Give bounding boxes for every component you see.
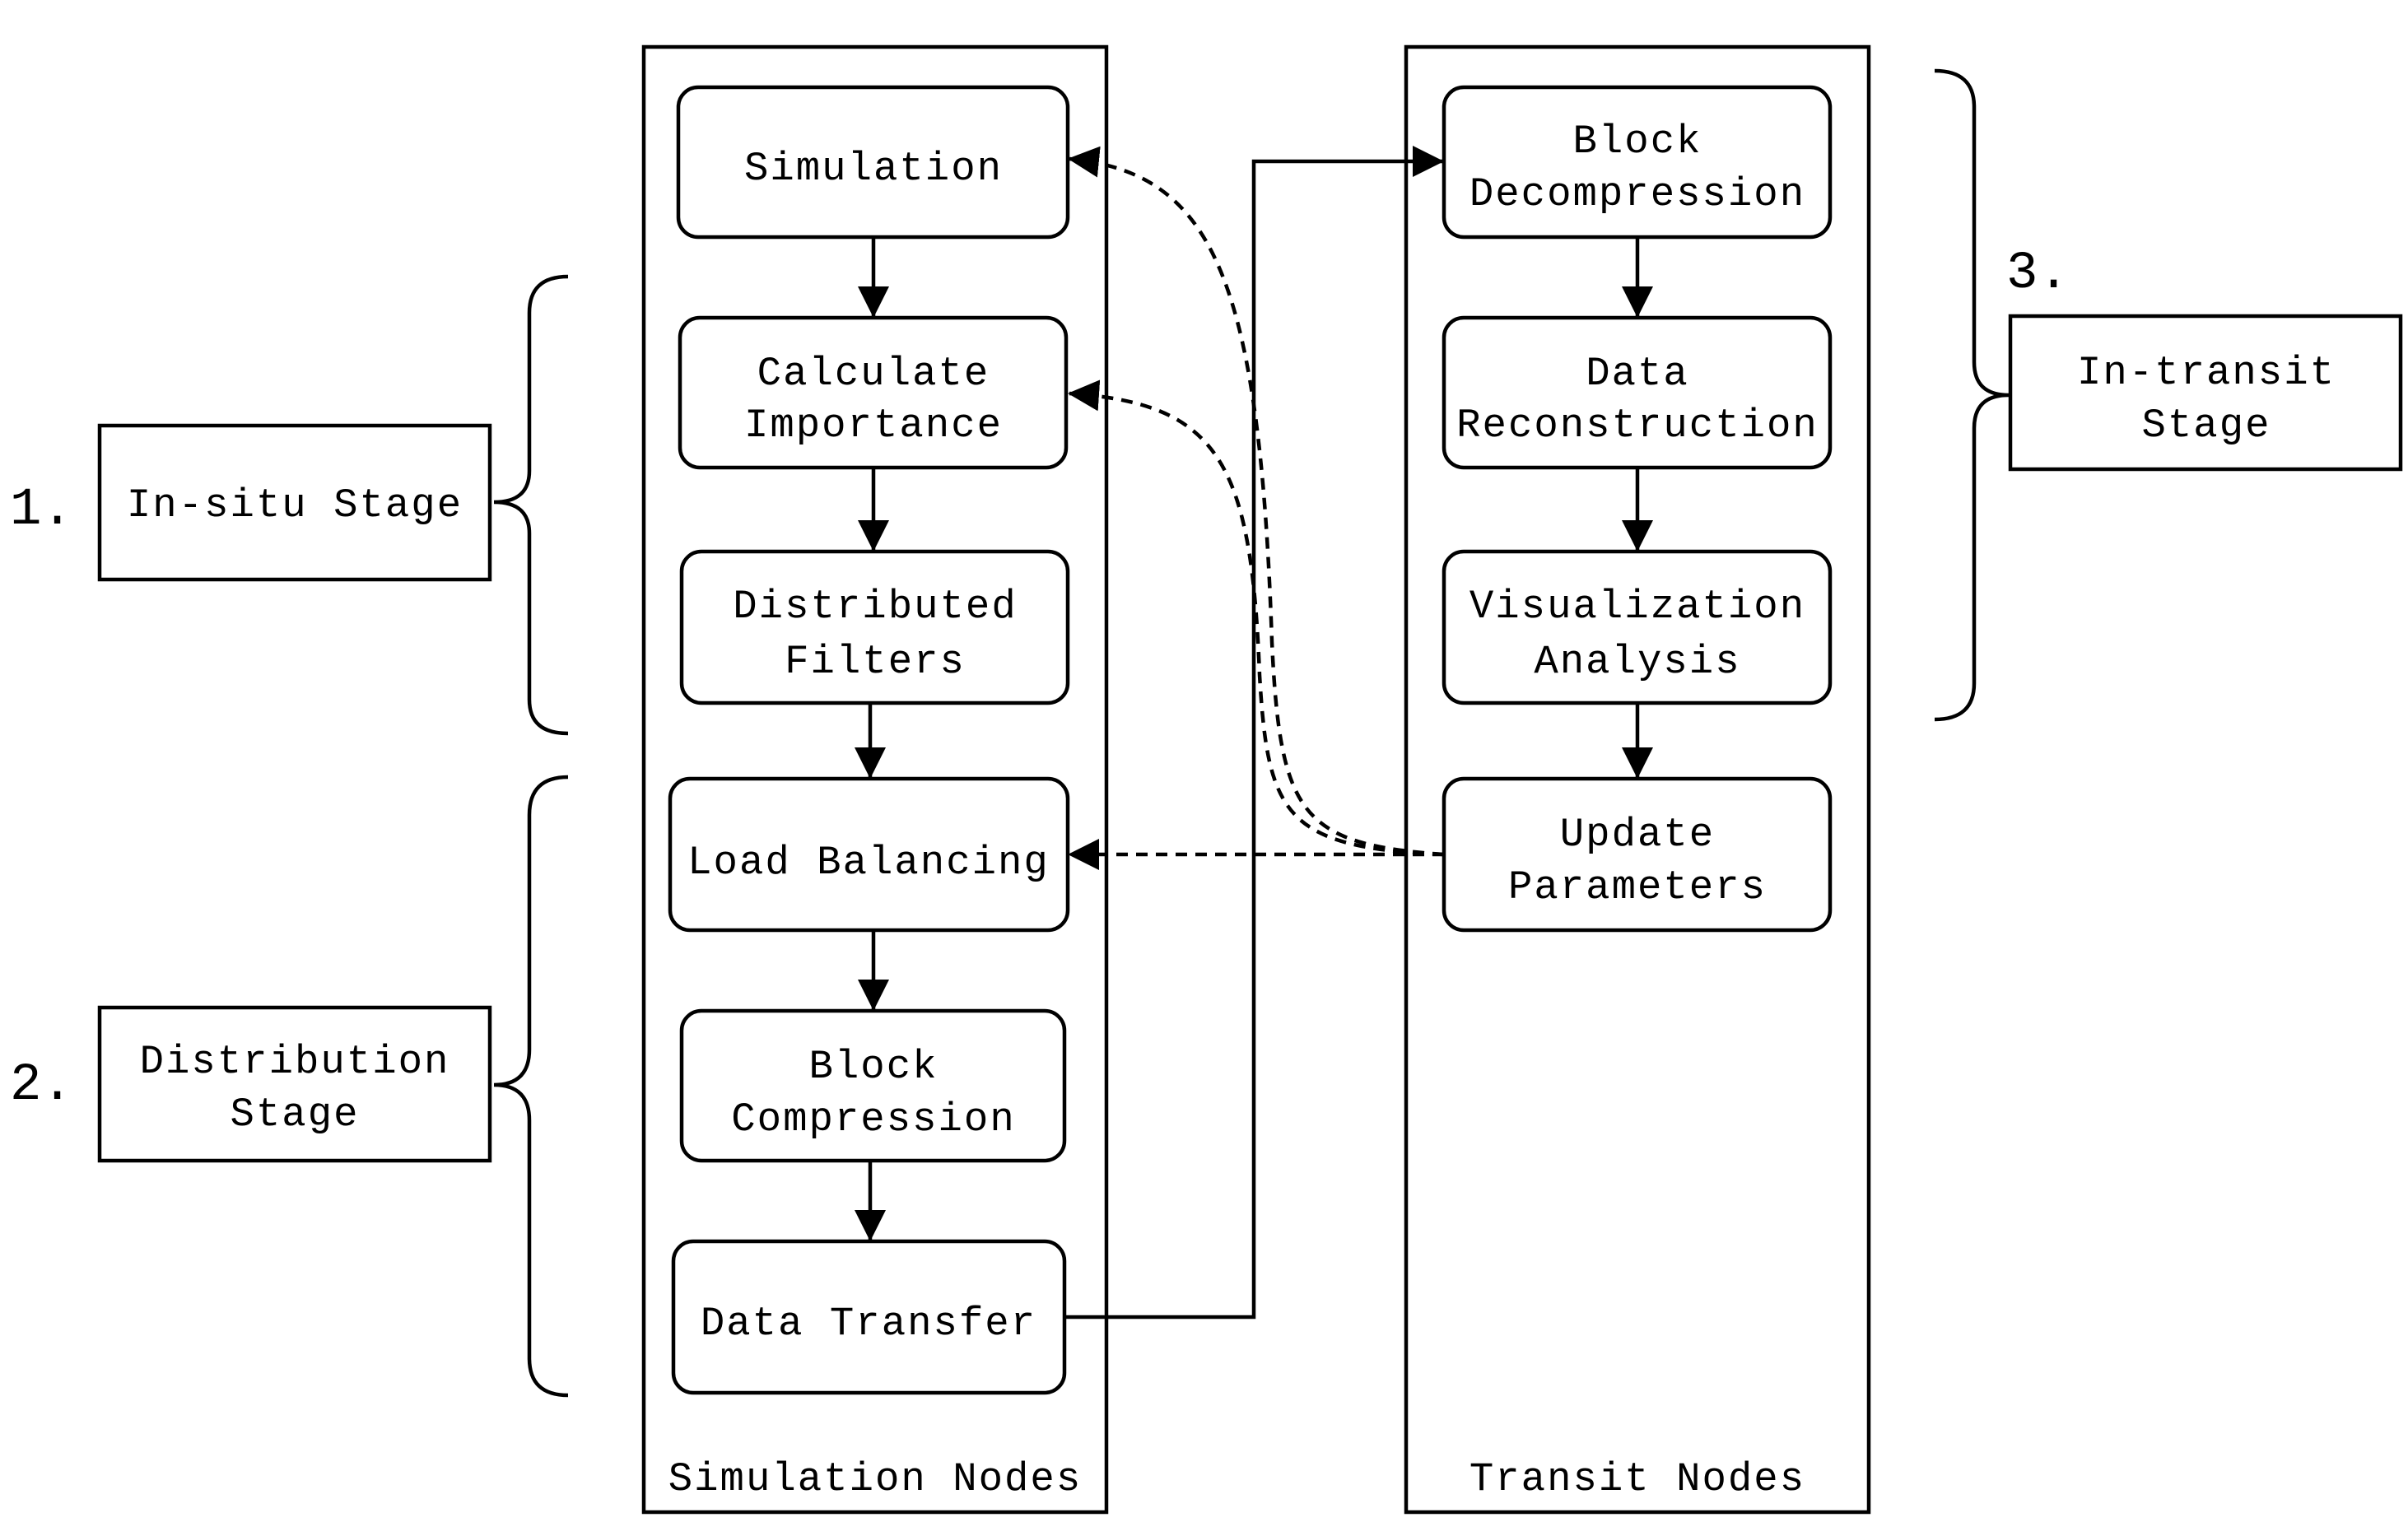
node-data-reconstruction-line-2: Reconstruction <box>1456 403 1819 449</box>
node-load-balancing: Load Balancing <box>668 776 1070 933</box>
transit-nodes-label: Transit Nodes <box>1469 1456 1805 1502</box>
node-block-decompression-line-1: Block <box>1572 119 1702 165</box>
node-update-parameters: Update Parameters <box>1442 776 1833 933</box>
node-visualization-analysis-line-2: Analysis <box>1534 639 1740 685</box>
node-visualization-analysis-line-1: Visualization <box>1469 584 1805 630</box>
node-simulation-line-1: Simulation <box>744 146 1003 192</box>
node-update-parameters-line-1: Update <box>1560 812 1715 858</box>
node-block-compression-line-2: Compression <box>731 1096 1015 1143</box>
stage-2-number: 2. <box>10 1056 73 1115</box>
node-block-decompression: Block Decompression <box>1442 85 1833 240</box>
stage-1-label-line-1: In-situ Stage <box>127 482 463 528</box>
node-calculate-importance: Calculate Importance <box>678 315 1069 470</box>
simulation-nodes-label: Simulation Nodes <box>668 1456 1082 1502</box>
node-update-parameters-line-2: Parameters <box>1508 864 1767 910</box>
stage-3-label-line-2: Stage <box>2141 403 2271 449</box>
node-distributed-filters-line-1: Distributed <box>733 584 1017 630</box>
node-data-reconstruction: Data Reconstruction <box>1442 315 1833 470</box>
node-distributed-filters-line-2: Filters <box>785 639 966 685</box>
node-block-compression: Block Compression <box>679 1008 1067 1163</box>
feedback-arrow-to-calculate-importance <box>1068 379 1445 857</box>
arrow-transfer-to-decompression <box>1064 146 1444 1320</box>
node-block-decompression-line-2: Decompression <box>1469 171 1805 217</box>
stage-2-box <box>97 1005 492 1163</box>
feedback-arrow-to-simulation <box>1068 146 1445 857</box>
node-block-compression-line-1: Block <box>808 1044 938 1090</box>
stage-2-label-line-2: Stage <box>230 1091 359 1138</box>
stage-3-label-line-1: In-transit <box>2077 350 2336 396</box>
stage-distribution: 2. Distribution Stage <box>10 775 569 1398</box>
node-simulation: Simulation <box>676 85 1070 240</box>
stage-1-brace <box>493 274 569 736</box>
stage-1-number: 1. <box>10 481 73 540</box>
stage-3-brace <box>1934 68 2010 722</box>
stage-3-number: 3. <box>2006 244 2070 304</box>
stage-2-brace <box>493 775 569 1398</box>
node-calculate-importance-line-1: Calculate <box>757 351 990 397</box>
stage-1-box <box>97 423 492 582</box>
stage-in-transit: 3. In-transit Stage <box>1934 68 2403 722</box>
node-distributed-filters: Distributed Filters <box>679 549 1070 705</box>
node-data-reconstruction-line-1: Data <box>1586 351 1689 397</box>
node-visualization-analysis: Visualization Analysis <box>1442 549 1833 705</box>
stage-2-label-line-1: Distribution <box>140 1039 450 1085</box>
node-data-transfer: Data Transfer <box>671 1239 1067 1395</box>
node-calculate-importance-line-2: Importance <box>744 403 1003 449</box>
stage-in-situ: 1. In-situ Stage <box>10 274 569 736</box>
stage-3-box <box>2008 314 2403 472</box>
node-load-balancing-line-1: Load Balancing <box>687 840 1050 886</box>
node-data-transfer-line-1: Data Transfer <box>701 1301 1036 1347</box>
